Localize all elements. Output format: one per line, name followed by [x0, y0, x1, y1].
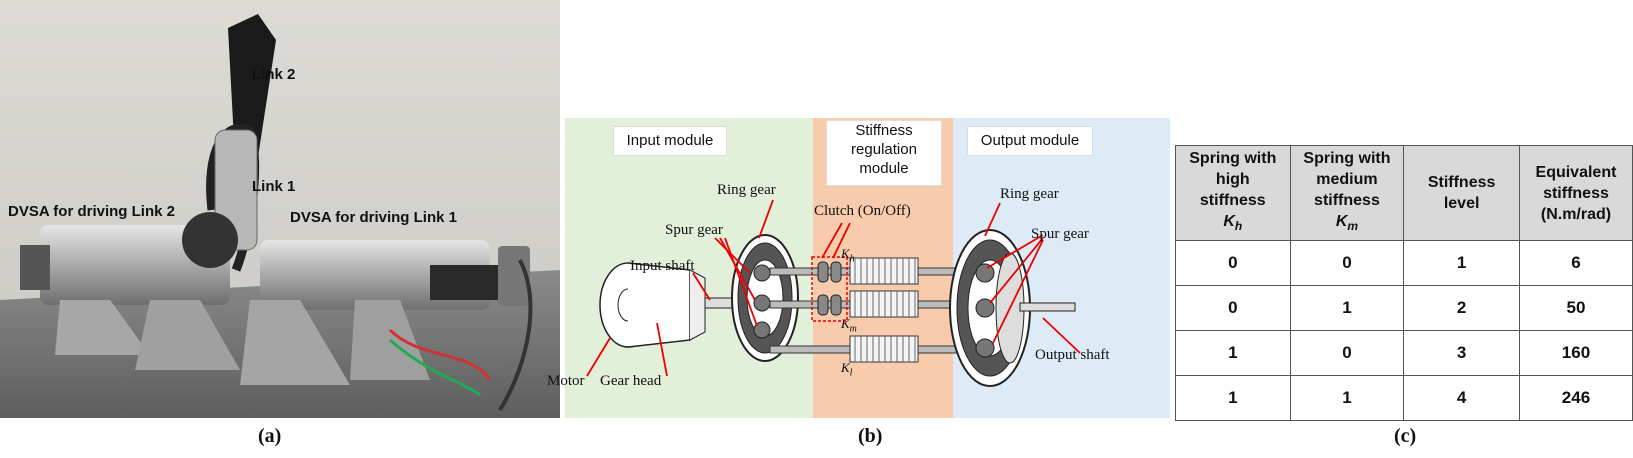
clutch-label: Clutch (On/Off)	[814, 203, 911, 219]
stiffness-table-panel: Spring with high stiffness Kh Spring wit…	[1175, 145, 1633, 421]
spring-kl-label: Kl	[841, 360, 853, 379]
caption-b: (b)	[858, 425, 883, 447]
robot-photo	[0, 0, 560, 418]
spring-km-label: Km	[841, 316, 857, 335]
table-cell: 6	[1518, 240, 1633, 286]
table-cell: 0	[1289, 330, 1405, 376]
header-stiffness-level: Stiffness level	[1403, 145, 1520, 241]
input-shaft-label: Input shaft	[630, 258, 695, 274]
ring-gear-right-label: Ring gear	[1000, 186, 1059, 202]
table-cell: 1	[1175, 375, 1291, 421]
photo-panel: Link 2 Link 1 DVSA for driving Link 2 DV…	[0, 0, 560, 418]
motor-label: Motor	[547, 373, 585, 389]
table-cell: 50	[1518, 285, 1633, 331]
schematic-panel: Input module Stiffness regulation module…	[547, 118, 1170, 418]
table-cell: 0	[1175, 285, 1291, 331]
table-row: 0 1 2 50	[1175, 285, 1633, 331]
header-equivalent-stiffness: Equivalent stiffness (N.m/rad)	[1518, 145, 1633, 241]
stiffness-module-title: Stiffness regulation module	[826, 120, 942, 186]
input-module-title: Input module	[613, 126, 727, 156]
table-cell: 4	[1403, 375, 1520, 421]
clutch-drawing	[811, 256, 848, 322]
springs-drawing	[849, 257, 919, 363]
header-high-stiffness: Spring with high stiffness Kh	[1175, 145, 1291, 241]
table-cell: 246	[1518, 375, 1633, 421]
stiffness-title-line3: module	[859, 160, 909, 177]
output-shaft-label: Output shaft	[1035, 347, 1110, 363]
table-cell: 1	[1289, 285, 1405, 331]
stiffness-title-line2: regulation	[851, 141, 917, 158]
table-cell: 2	[1403, 285, 1520, 331]
output-module-title: Output module	[967, 126, 1093, 156]
link2-label: Link 2	[252, 66, 296, 83]
header-medium-stiffness: Spring with medium stiffness Km	[1289, 145, 1405, 241]
dvsa-link1-label: DVSA for driving Link 1	[290, 209, 457, 226]
table-cell: 0	[1289, 240, 1405, 286]
link1-label: Link 1	[252, 178, 296, 195]
table-cell: 1	[1175, 330, 1291, 376]
table-cell: 160	[1518, 330, 1633, 376]
caption-c: (c)	[1394, 425, 1417, 447]
gear-head-label: Gear head	[600, 373, 662, 389]
spring-kh-label: Kh	[841, 246, 855, 265]
spur-gear-right-label: Spur gear	[1031, 226, 1089, 242]
table-cell: 1	[1403, 240, 1520, 286]
table-cell: 1	[1289, 375, 1405, 421]
table-header-row: Spring with high stiffness Kh Spring wit…	[1175, 145, 1633, 241]
caption-a: (a)	[258, 425, 282, 447]
stiffness-title-line1: Stiffness	[855, 122, 913, 139]
dvsa-link2-label: DVSA for driving Link 2	[8, 203, 175, 220]
schematic-drawing	[565, 118, 1170, 418]
table-row: 1 1 4 246	[1175, 375, 1633, 421]
table-row: 1 0 3 160	[1175, 330, 1633, 376]
ring-gear-left-label: Ring gear	[717, 182, 776, 198]
spur-gear-left-label: Spur gear	[665, 222, 723, 238]
table-cell: 3	[1403, 330, 1520, 376]
table-cell: 0	[1175, 240, 1291, 286]
stiffness-table: Spring with high stiffness Kh Spring wit…	[1175, 145, 1633, 421]
table-row: 0 0 1 6	[1175, 240, 1633, 286]
